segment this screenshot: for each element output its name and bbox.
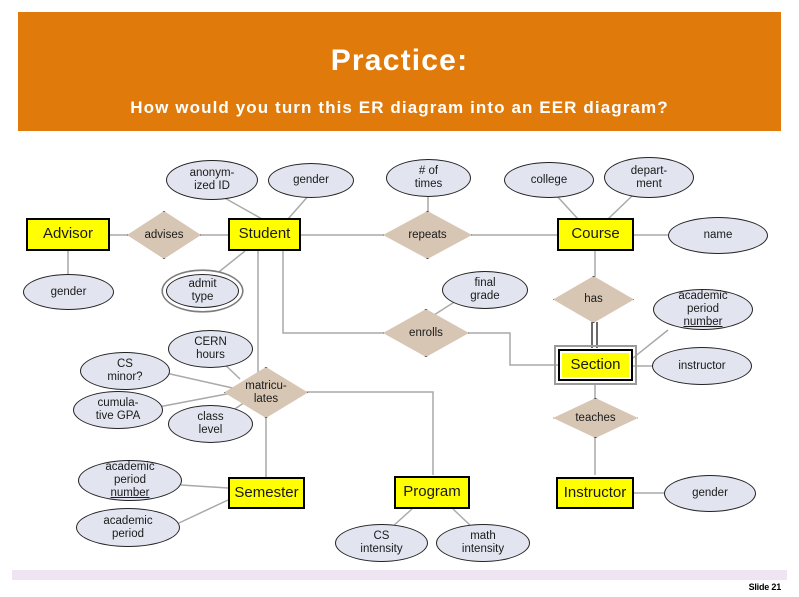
- attribute-instructor-gender[interactable]: gender: [664, 475, 756, 512]
- edge-matriculates-program: [298, 391, 434, 475]
- slide-number: Slide 21: [748, 582, 782, 592]
- entity-course[interactable]: Course: [557, 218, 634, 251]
- entity-instructor-label: Instructor: [563, 483, 627, 501]
- attribute-course-name-label: name: [703, 229, 733, 242]
- relationship-enrolls[interactable]: enrolls: [383, 309, 469, 357]
- relationship-matriculates[interactable]: matricu-lates: [224, 367, 308, 418]
- entity-advisor-label: Advisor: [42, 225, 94, 243]
- header-banner: Practice: How would you turn this ER dia…: [18, 12, 781, 131]
- edge-enrolls-section: [468, 332, 558, 366]
- entity-semester-label: Semester: [234, 483, 299, 501]
- entity-student-label: Student: [238, 225, 291, 243]
- entity-program[interactable]: Program: [394, 476, 470, 509]
- attribute-department[interactable]: depart-ment: [604, 157, 694, 198]
- page-title: Practice:: [330, 44, 469, 77]
- relationship-matriculates-label: matricu-lates: [245, 379, 287, 405]
- relationship-enrolls-label: enrolls: [409, 326, 443, 339]
- attribute-instructor-gender-label: gender: [692, 487, 728, 500]
- attribute-cumulative-gpa[interactable]: cumula-tive GPA: [73, 391, 163, 429]
- edge-student-enrolls: [282, 251, 384, 334]
- relationship-repeats-label: repeats: [408, 228, 447, 241]
- attribute-anonymized-id[interactable]: anonym-ized ID: [166, 160, 258, 200]
- entity-semester[interactable]: Semester: [228, 477, 305, 509]
- entity-course-label: Course: [571, 225, 620, 243]
- relationship-advises-label: advises: [144, 228, 184, 241]
- attribute-student-gender[interactable]: gender: [268, 163, 354, 198]
- entity-section-label: Section: [570, 355, 621, 373]
- relationship-repeats[interactable]: repeats: [383, 211, 472, 259]
- page-subtitle: How would you turn this ER diagram into …: [130, 98, 669, 117]
- attribute-section-instructor[interactable]: instructor: [652, 347, 752, 385]
- edge-semester-academicperiod: [178, 499, 229, 524]
- edge-course-college: [555, 194, 579, 220]
- relationship-has[interactable]: has: [553, 276, 634, 323]
- entity-student[interactable]: Student: [228, 218, 301, 251]
- entity-instructor[interactable]: Instructor: [556, 477, 634, 509]
- relationship-has-label: has: [584, 293, 603, 306]
- entity-program-label: Program: [403, 483, 461, 501]
- attribute-college[interactable]: college: [504, 162, 594, 198]
- footer-bar: [12, 570, 787, 580]
- attribute-anonymized-id-label: anonym-ized ID: [189, 167, 235, 192]
- attribute-cumulative-gpa-label: cumula-tive GPA: [95, 397, 141, 422]
- attribute-section-instructor-label: instructor: [678, 359, 726, 372]
- entity-advisor[interactable]: Advisor: [26, 218, 110, 251]
- edge-semester-apn: [180, 484, 229, 489]
- attribute-advisor-gender[interactable]: gender: [23, 274, 114, 310]
- relationship-teaches-label: teaches: [575, 411, 616, 424]
- edge-course-department: [607, 195, 633, 220]
- attribute-course-name[interactable]: name: [668, 217, 768, 254]
- attribute-college-label: college: [530, 173, 568, 186]
- attribute-department-label: depart-ment: [630, 164, 668, 190]
- attribute-advisor-gender-label: gender: [50, 285, 87, 298]
- entity-section[interactable]: Section: [554, 345, 637, 385]
- attribute-student-gender-label: gender: [293, 174, 329, 187]
- relationship-advises[interactable]: advises: [127, 211, 201, 259]
- relationship-teaches[interactable]: teaches: [553, 398, 638, 438]
